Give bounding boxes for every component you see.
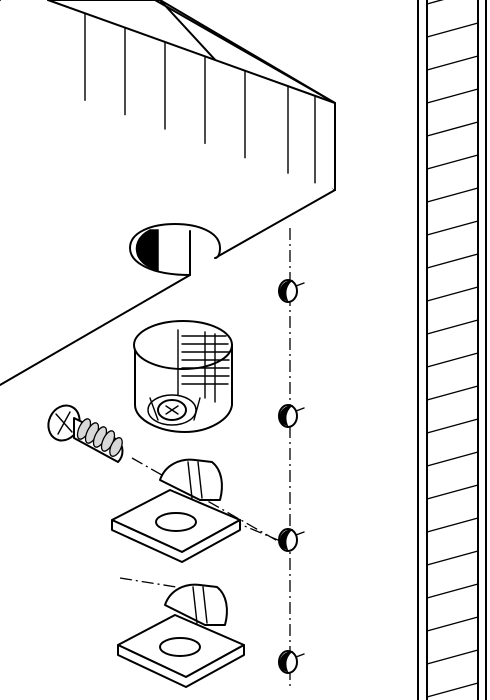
side-panel [417,0,487,700]
shelf-board [0,0,336,386]
grain-line [426,616,479,632]
pin-hole [278,528,305,552]
grain-line [426,286,479,302]
grain-line [426,451,479,467]
grain-line [426,682,479,698]
euro-screw [47,404,124,463]
pin-hole [278,404,305,428]
side-panel-grain [426,0,479,698]
grain-line [426,352,479,368]
grain-line [426,550,479,566]
grain-line [426,484,479,500]
grain-line [426,517,479,533]
grain-line [426,220,479,236]
grain-line [426,55,479,71]
pin-hole [278,279,305,303]
grain-line [426,385,479,401]
hole-shadow [135,229,159,271]
housing-ribs [177,329,230,403]
grain-line [426,121,479,137]
grain-line [426,187,479,203]
grain-line [426,154,479,170]
screw-thread [76,418,123,457]
grain-line [426,418,479,434]
shelf-edge-grain [84,12,316,184]
grain-line [426,319,479,335]
grain-line [426,649,479,665]
pin-hole [278,650,305,674]
connector-housing [133,320,233,433]
grain-line [426,253,479,269]
shelf-support-clip-lower [117,583,245,688]
shelf-support-clip-upper [111,458,241,563]
grain-line [426,22,479,38]
grain-line [426,0,445,5]
grain-line [426,88,479,104]
grain-line [426,583,479,599]
drilled-pin-holes [278,279,305,674]
